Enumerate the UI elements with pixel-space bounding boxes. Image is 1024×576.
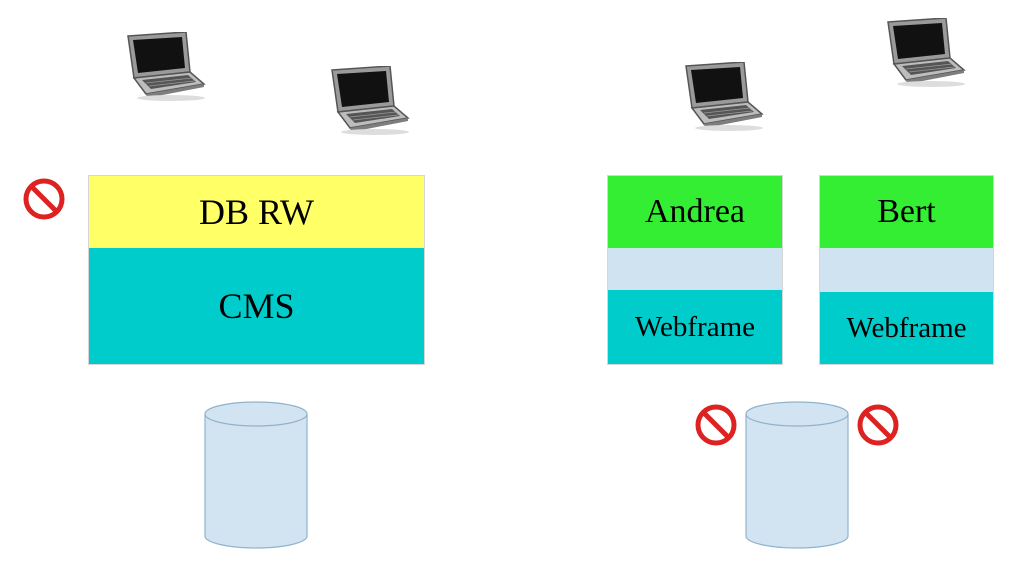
db-rw-block: DB RW: [88, 175, 425, 249]
laptop-icon: [320, 66, 410, 136]
laptop-icon: [876, 18, 966, 88]
andrea-gap-block: [607, 248, 783, 291]
laptop-icon: [116, 32, 206, 102]
db-rw-label: DB RW: [198, 192, 314, 232]
andrea-label: Andrea: [644, 193, 746, 230]
andrea-webframe-block: Webframe: [607, 290, 783, 365]
database-cylinder-icon: [203, 400, 309, 550]
prohibited-icon: [22, 177, 66, 221]
bert-webframe-label: Webframe: [846, 311, 967, 344]
bert-block: Bert: [819, 175, 994, 249]
cms-label: CMS: [218, 286, 295, 326]
andrea-block: Andrea: [607, 175, 783, 249]
cms-block: CMS: [88, 248, 425, 365]
prohibited-icon: [856, 403, 900, 447]
andrea-webframe-label: Webframe: [634, 310, 756, 343]
bert-gap-block: [819, 248, 994, 293]
prohibited-icon: [694, 403, 738, 447]
bert-webframe-block: Webframe: [819, 292, 994, 365]
laptop-icon: [674, 62, 764, 132]
database-cylinder-icon: [744, 400, 850, 550]
bert-label: Bert: [877, 193, 936, 230]
